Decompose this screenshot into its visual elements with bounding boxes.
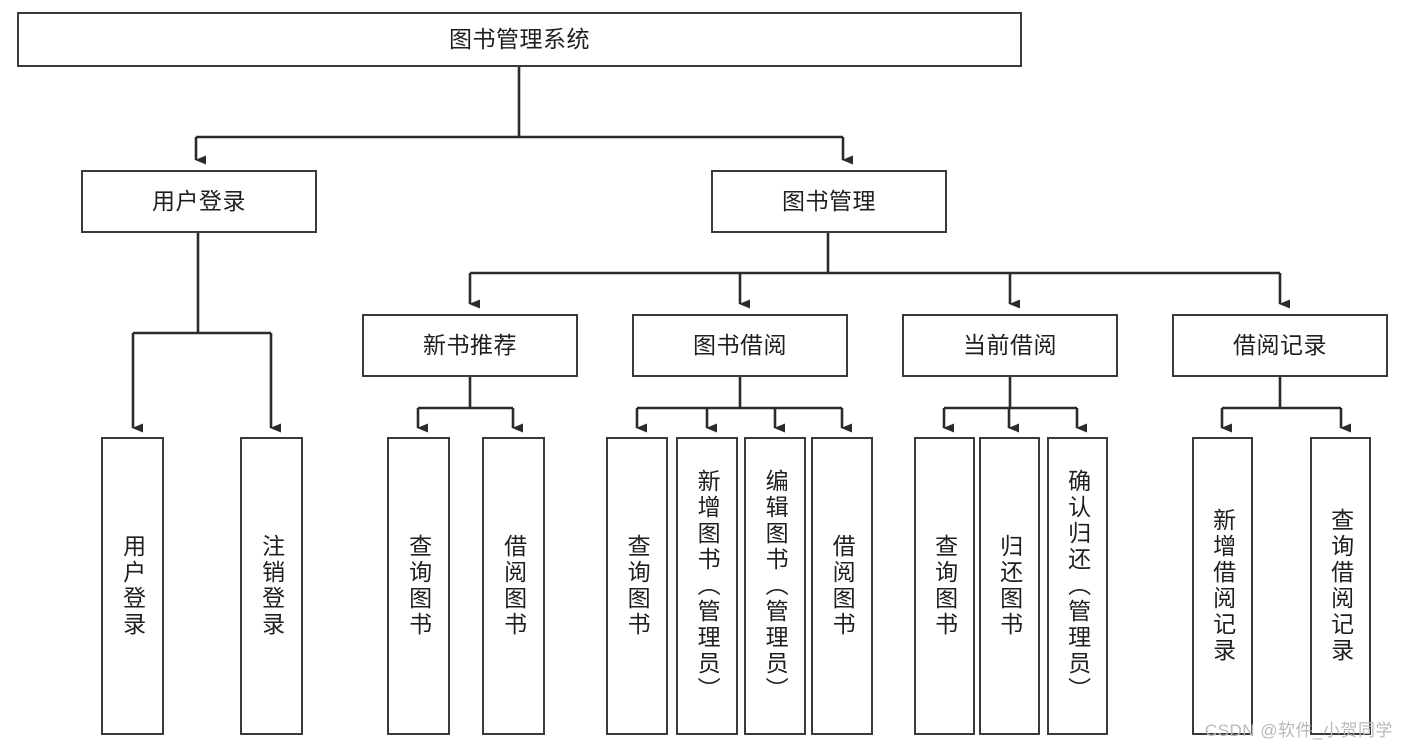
node-root-book-management-system[interactable]: 图书管理系统 <box>17 12 1022 67</box>
leaf-return-book[interactable]: 归还图书 <box>979 437 1040 735</box>
node-label: 图书借阅 <box>693 331 787 358</box>
node-borrow-record[interactable]: 借阅记录 <box>1172 314 1388 377</box>
leaf-query-borrow-record[interactable]: 查询借阅记录 <box>1310 437 1371 735</box>
node-current-borrow[interactable]: 当前借阅 <box>902 314 1118 377</box>
node-label: 新增图书（管理员） <box>694 469 721 703</box>
node-label: 借阅图书 <box>829 534 856 638</box>
node-label: 用户登录 <box>119 534 146 638</box>
node-new-book-recommend[interactable]: 新书推荐 <box>362 314 578 377</box>
leaf-borrow-book-borrow[interactable]: 借阅图书 <box>811 437 873 735</box>
node-book-management[interactable]: 图书管理 <box>711 170 947 233</box>
node-label: 图书管理系统 <box>449 25 590 52</box>
node-label: 确认归还（管理员） <box>1064 469 1091 703</box>
leaf-query-book-current[interactable]: 查询图书 <box>914 437 975 735</box>
leaf-query-book-recommend[interactable]: 查询图书 <box>387 437 450 735</box>
node-label: 新书推荐 <box>423 331 517 358</box>
node-user-login[interactable]: 用户登录 <box>81 170 317 233</box>
leaf-query-book-borrow[interactable]: 查询图书 <box>606 437 668 735</box>
node-label: 用户登录 <box>152 187 246 214</box>
leaf-add-borrow-record[interactable]: 新增借阅记录 <box>1192 437 1253 735</box>
leaf-edit-book-admin[interactable]: 编辑图书（管理员） <box>744 437 806 735</box>
leaf-logout-login[interactable]: 注销登录 <box>240 437 303 735</box>
node-label: 查询图书 <box>624 534 651 638</box>
node-label: 查询图书 <box>405 534 432 638</box>
leaf-borrow-book-recommend[interactable]: 借阅图书 <box>482 437 545 735</box>
node-label: 归还图书 <box>996 534 1023 638</box>
leaf-user-login[interactable]: 用户登录 <box>101 437 164 735</box>
node-label: 注销登录 <box>258 534 285 638</box>
node-label: 当前借阅 <box>963 331 1057 358</box>
node-label: 图书管理 <box>782 187 876 214</box>
node-label: 查询借阅记录 <box>1327 508 1354 664</box>
csdn-watermark: CSDN @软件_小贺同学 <box>1204 721 1393 740</box>
node-label: 借阅记录 <box>1233 331 1327 358</box>
node-label: 新增借阅记录 <box>1209 508 1236 664</box>
node-label: 编辑图书（管理员） <box>762 469 789 703</box>
leaf-add-book-admin[interactable]: 新增图书（管理员） <box>676 437 738 735</box>
leaf-confirm-return-admin[interactable]: 确认归还（管理员） <box>1047 437 1108 735</box>
node-book-borrow[interactable]: 图书借阅 <box>632 314 848 377</box>
node-label: 查询图书 <box>931 534 958 638</box>
node-label: 借阅图书 <box>500 534 527 638</box>
